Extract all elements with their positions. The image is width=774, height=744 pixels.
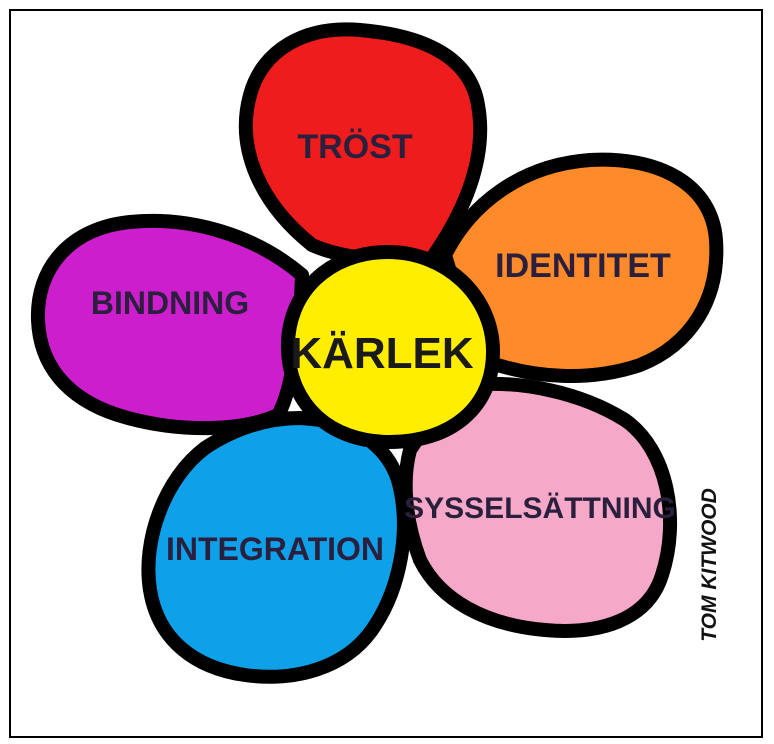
petal-label-trost: TRÖST	[297, 128, 412, 166]
center-label: KÄRLEK	[290, 329, 474, 378]
petal-label-identitet: IDENTITET	[495, 247, 671, 285]
petal-integration	[141, 411, 411, 684]
petal-label-bindning: BINDNING	[91, 285, 249, 321]
petal-label-integration: INTEGRATION	[166, 531, 384, 567]
petal-bindning	[30, 213, 309, 436]
petal-sysselsattning	[398, 376, 678, 638]
author-credit: TOM KITWOOD	[698, 488, 721, 642]
center-circle	[280, 245, 501, 449]
petal-label-sysselsattning: SYSSELSÄTTNING	[404, 492, 676, 525]
